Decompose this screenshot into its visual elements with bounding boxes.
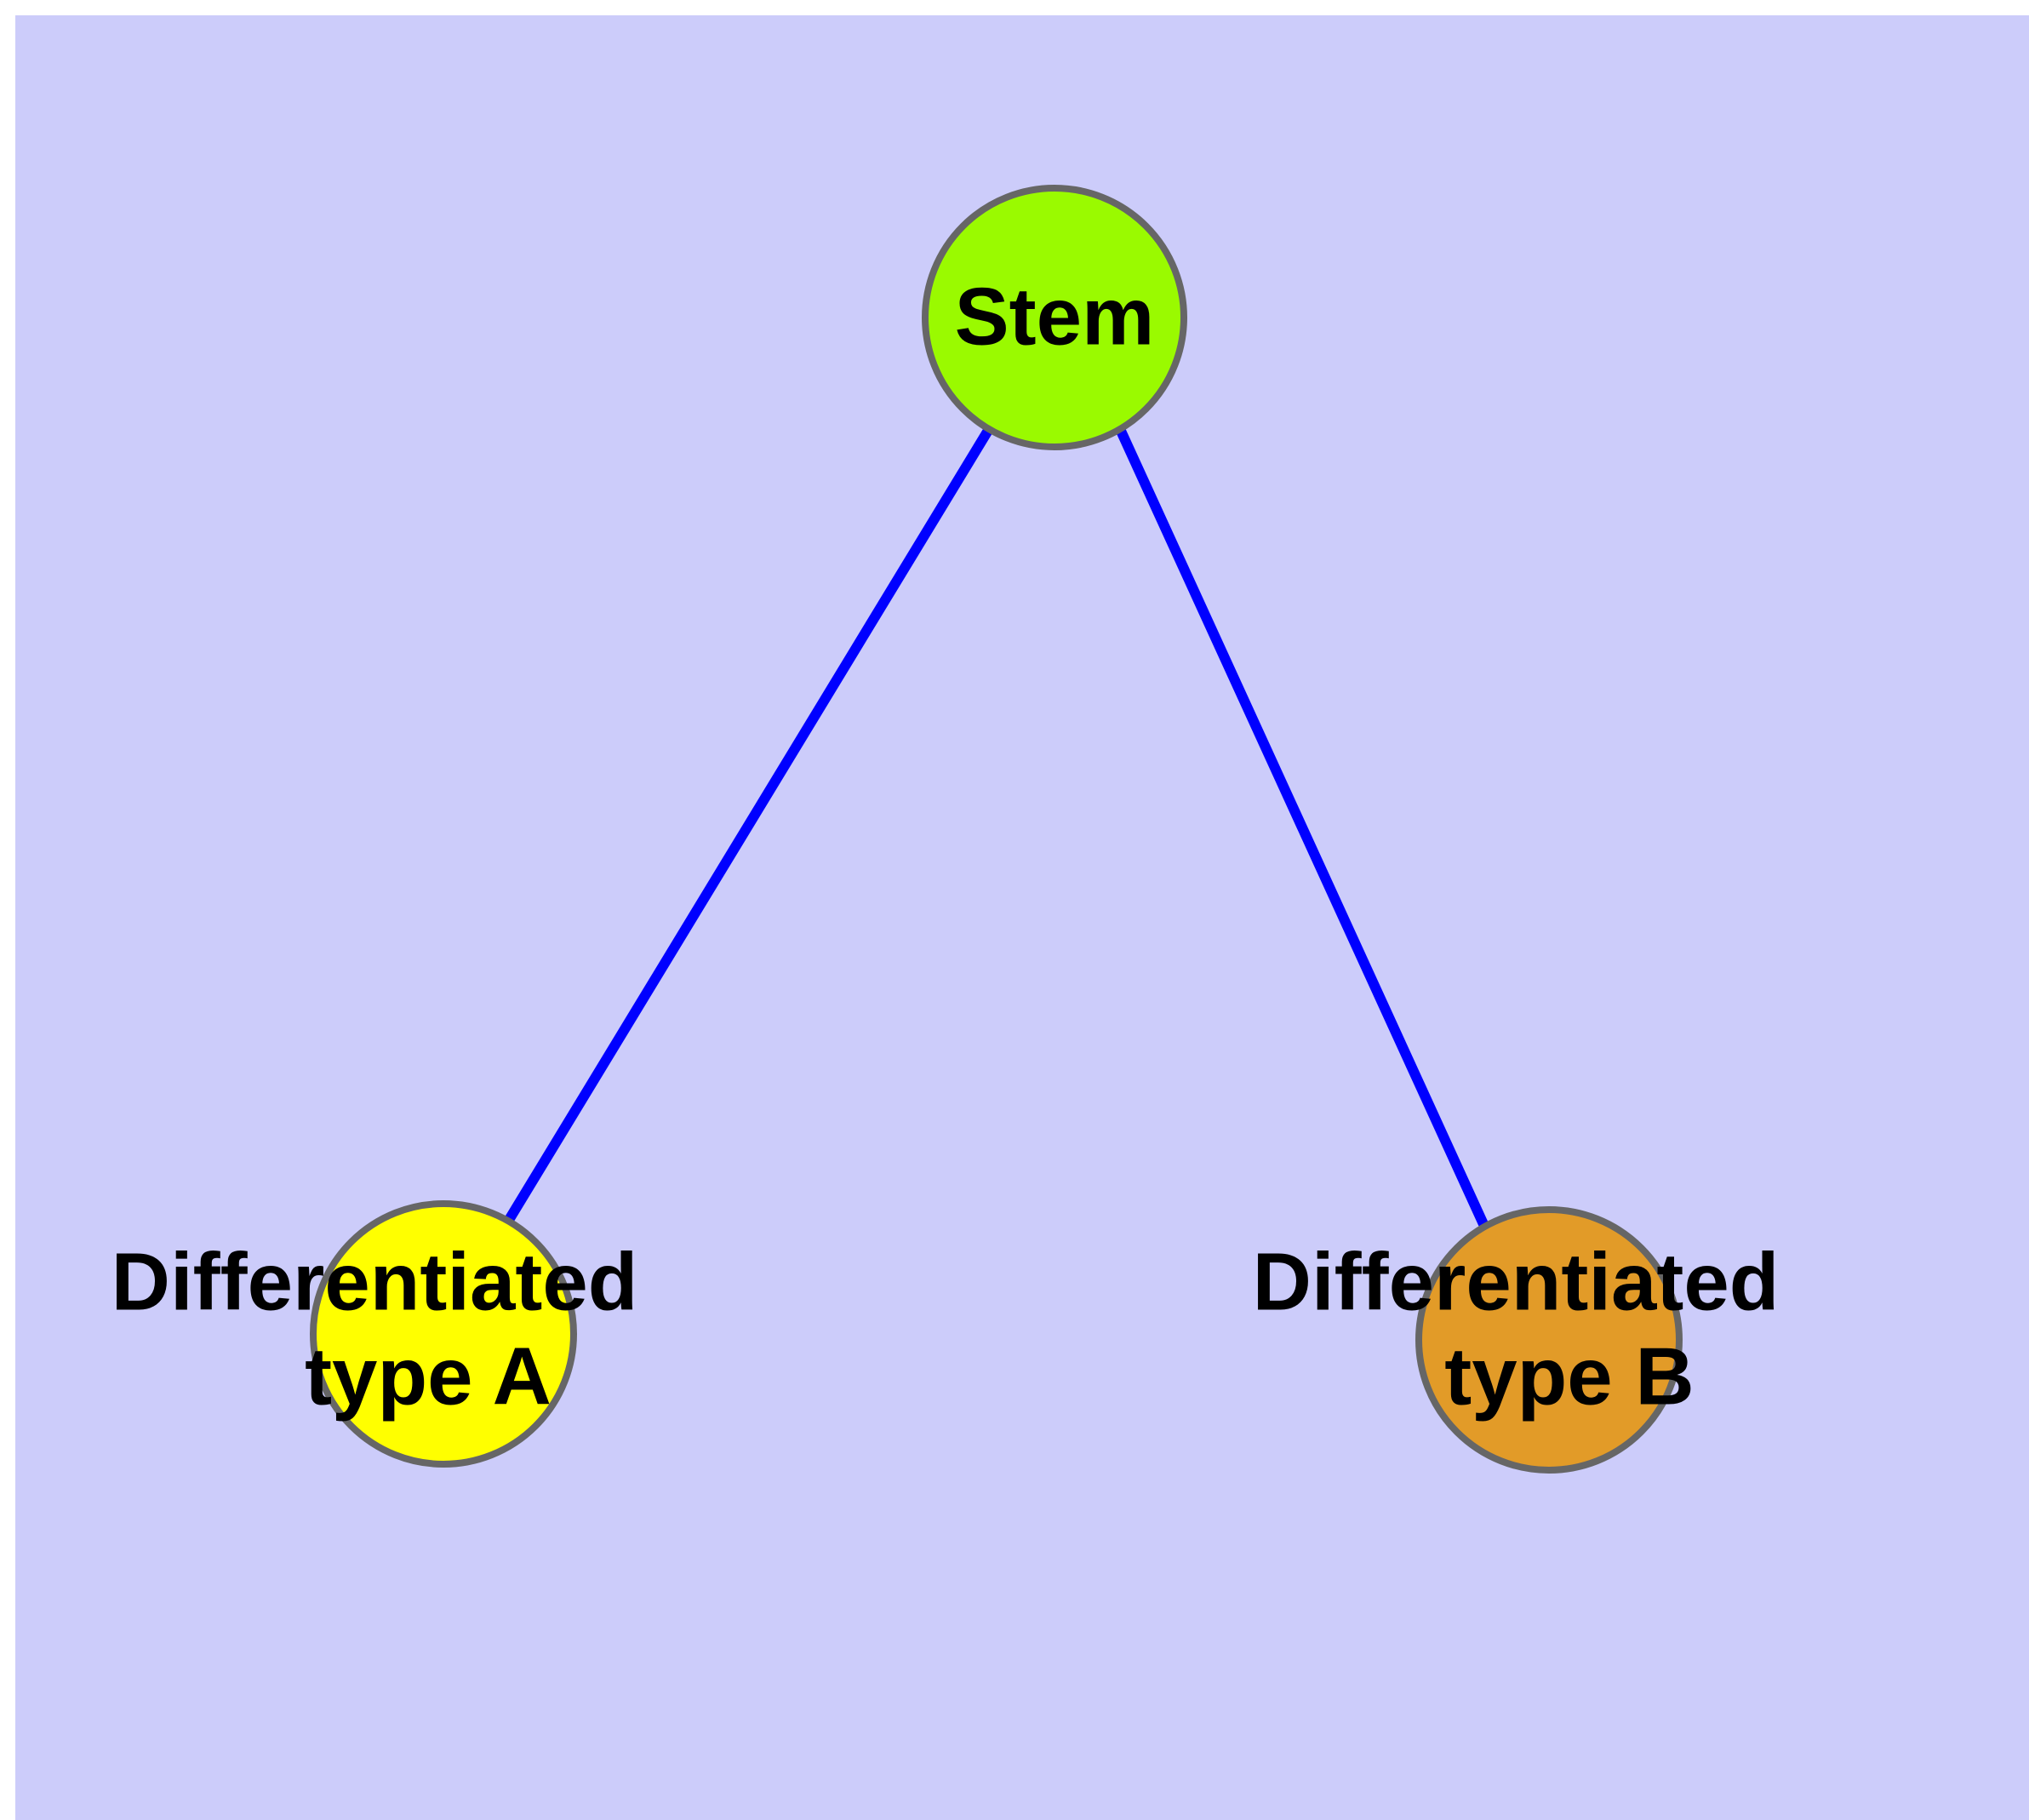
node-stem-circle[interactable] [922,185,1187,450]
nodes-layer: Stem Differentiated type A Differentiate… [111,185,1780,1474]
node-differentiated-type-b-circle[interactable] [1415,1206,1683,1474]
node-differentiated-type-b-label-line-2: type B [1444,1331,1694,1422]
node-differentiated-type-b[interactable] [1415,1206,1683,1474]
node-differentiated-type-a-circle[interactable] [310,1200,577,1468]
node-differentiated-type-a[interactable] [310,1200,577,1468]
edges-layer [504,426,1489,1227]
node-differentiated-type-a-label-line-2: type A [305,1331,552,1422]
edge-stem-to-differentiated-type-b [1115,426,1489,1227]
node-stem-label-line-1: Stem [955,271,1155,362]
edge-stem-to-differentiated-type-a [504,426,994,1223]
node-stem[interactable]: Stem [922,185,1187,450]
node-differentiated-type-a-label-line-1: Differentiated [111,1236,638,1327]
node-differentiated-type-b-label-line-1: Differentiated [1253,1236,1780,1327]
